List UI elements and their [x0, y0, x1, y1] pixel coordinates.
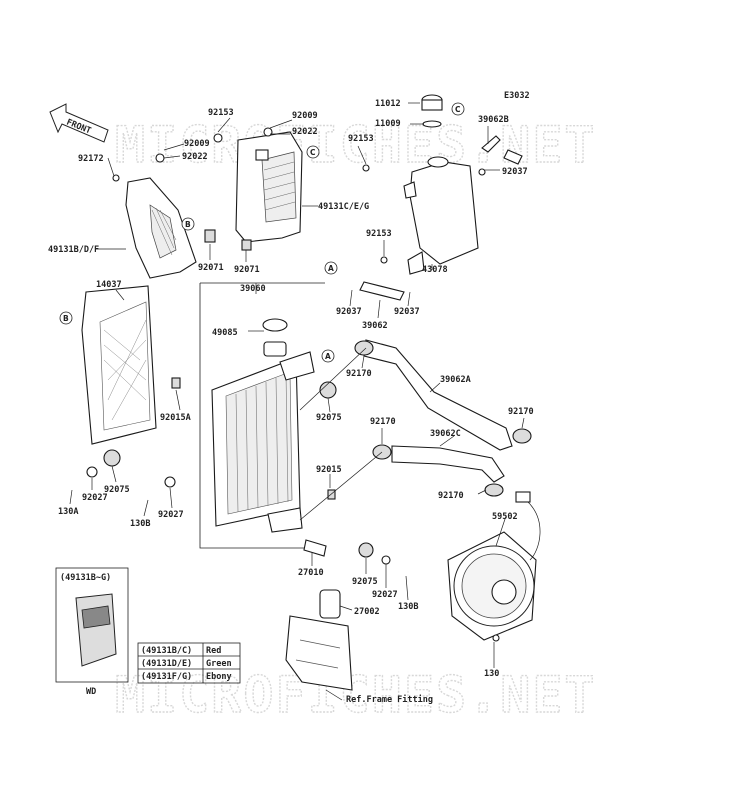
label-92170: 92170 — [508, 407, 534, 417]
label-27002: 27002 — [354, 607, 380, 617]
leader-lines — [69, 102, 525, 701]
variant-caption: WD — [86, 687, 96, 697]
hose-39062c — [391, 445, 505, 483]
label-14037: 14037 — [96, 280, 122, 290]
ref-marker-c: C C — [306, 102, 465, 159]
color-code-1: (49131B/C) — [141, 646, 192, 656]
svg-text:B: B — [63, 314, 69, 323]
clamp-92170-a — [354, 340, 374, 356]
label-92009: 92009 — [292, 111, 318, 121]
tube-39062b — [481, 135, 523, 165]
cooling-fan — [447, 491, 541, 641]
label-92015: 92015 — [316, 465, 342, 475]
svg-text:A: A — [328, 264, 334, 273]
ref-marker-a: A A — [321, 261, 338, 363]
label-92015a: 92015A — [160, 413, 191, 423]
label-39060: 39060 — [240, 284, 266, 294]
label-39062: 39062 — [362, 321, 388, 331]
left-shroud — [125, 177, 197, 279]
label-92075: 92075 — [316, 413, 342, 423]
variant-title: (49131B~G) — [60, 573, 111, 583]
reservoir-tank — [403, 94, 479, 275]
color-name-2: Green — [206, 659, 232, 669]
diagram-code: E3032 — [504, 91, 530, 101]
label-92153: 92153 — [208, 108, 234, 118]
variant-box: (49131B~G) WD — [55, 567, 129, 697]
label-92075: 92075 — [352, 577, 378, 587]
radiator-guard — [81, 285, 157, 445]
color-code-3: (49131F/G) — [141, 672, 192, 682]
label-92009: 92009 — [184, 139, 210, 149]
label-39062b: 39062B — [478, 115, 509, 125]
label-ref-frame-fitting: Ref.Frame Fitting — [346, 694, 433, 705]
label-92037: 92037 — [394, 307, 420, 317]
label-49131bdf: 49131B/D/F — [48, 245, 99, 255]
label-92022: 92022 — [182, 152, 208, 162]
svg-text:C: C — [310, 148, 316, 157]
radiator-group-frame — [199, 283, 310, 549]
label-92027: 92027 — [158, 510, 184, 520]
label-92153: 92153 — [366, 229, 392, 239]
label-49131ceg: 49131C/E/G — [318, 202, 369, 212]
watermark-top: MICROFICHES.NET — [115, 116, 597, 174]
clamp-92170-d — [484, 483, 504, 497]
radiator — [211, 318, 315, 533]
part-labels: 11012 11009 39062B 92153 92009 92022 920… — [48, 99, 534, 705]
label-92172: 92172 — [78, 154, 104, 164]
svg-text:C: C — [455, 105, 461, 114]
label-39062a: 39062A — [440, 375, 471, 385]
color-table: (49131B/C) Red (49131D/E) Green (49131F/… — [137, 642, 241, 684]
label-92027: 92027 — [372, 590, 398, 600]
label-43078: 43078 — [422, 265, 448, 275]
right-shroud — [235, 131, 303, 243]
label-11009: 11009 — [375, 119, 401, 129]
label-92170: 92170 — [370, 417, 396, 427]
ref-marker-b: B B — [59, 217, 195, 325]
front-arrow-icon: FRONT — [49, 103, 109, 143]
color-code-2: (49131D/E) — [141, 659, 192, 669]
label-130b: 130B — [398, 602, 418, 612]
label-11012: 11012 — [375, 99, 401, 109]
fan-switch — [303, 539, 327, 557]
label-92153: 92153 — [348, 134, 374, 144]
label-92022: 92022 — [292, 127, 318, 137]
fan-relay-bracket — [285, 589, 353, 691]
label-92037: 92037 — [502, 167, 528, 177]
watermark-bottom: MICROFICHES.NET — [115, 666, 597, 724]
label-27010: 27010 — [298, 568, 324, 578]
label-92071: 92071 — [198, 263, 224, 273]
label-92170: 92170 — [346, 369, 372, 379]
label-92027: 92027 — [82, 493, 108, 503]
label-39062c: 39062C — [430, 429, 461, 439]
hose-39062 — [359, 281, 405, 301]
fasteners — [86, 127, 500, 642]
color-name-3: Ebony — [206, 672, 232, 682]
hose-39062a — [363, 339, 513, 451]
svg-text:B: B — [185, 220, 191, 229]
label-130: 130 — [484, 669, 499, 679]
label-49085: 49085 — [212, 328, 238, 338]
clamp-92170-b — [512, 428, 532, 444]
label-130a: 130A — [58, 507, 78, 517]
color-name-1: Red — [206, 646, 221, 656]
svg-text:A: A — [325, 352, 331, 361]
label-130b: 130B — [130, 519, 150, 529]
label-92037: 92037 — [336, 307, 362, 317]
label-92071: 92071 — [234, 265, 260, 275]
label-92075: 92075 — [104, 485, 130, 495]
label-92170: 92170 — [438, 491, 464, 501]
label-59502: 59502 — [492, 512, 518, 522]
